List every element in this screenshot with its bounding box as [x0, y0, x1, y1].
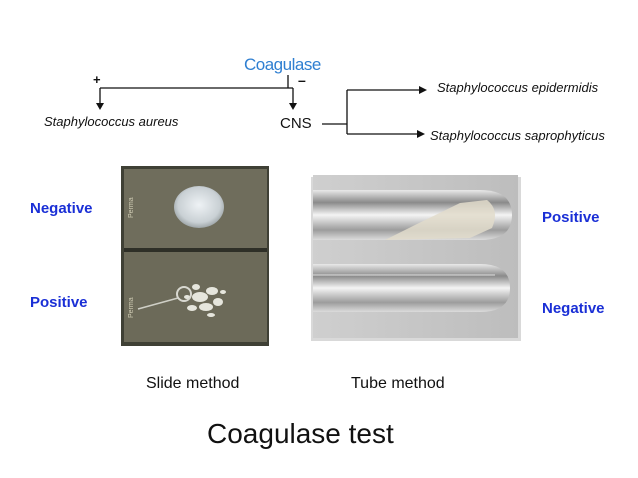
tube-negative-label: Negative [542, 300, 605, 317]
slide-negative-label: Negative [30, 200, 93, 217]
negative-smooth-drop [174, 186, 224, 228]
positive-arrowhead [96, 103, 104, 110]
flowchart-arrowheads [96, 86, 427, 138]
slide-divider [124, 248, 267, 252]
negative-sign: – [298, 72, 306, 88]
inoculating-loop [176, 286, 192, 302]
tube-positive-label: Positive [542, 209, 600, 226]
positive-clumps [184, 284, 226, 317]
saprophyticus-arrowhead [417, 130, 425, 138]
page-title: Coagulase test [207, 418, 394, 449]
epidermidis-arrowhead [419, 86, 427, 94]
tube-method-photo [311, 175, 521, 341]
staph-saprophyticus-label: Staphylococcus saprophyticus [430, 128, 605, 143]
clotted-plasma [385, 200, 496, 240]
coagulase-root-label: Coagulase [244, 55, 321, 74]
staph-epidermidis-label: Staphylococcus epidermidis [437, 80, 599, 95]
slide-brand-bottom: Perma [128, 297, 135, 318]
positive-sign: + [93, 72, 101, 87]
tube-method-caption: Tube method [351, 375, 445, 392]
negative-tube [313, 264, 510, 312]
loop-wire [137, 297, 179, 310]
slide-brand-top: Perma [128, 197, 135, 218]
flowchart-connectors [99, 75, 420, 135]
slide-method-photo: Perma Perma [121, 166, 269, 346]
slide-positive-label: Positive [30, 294, 88, 311]
cns-label: CNS [280, 115, 312, 132]
negative-arrowhead [289, 103, 297, 110]
slide-method-caption: Slide method [146, 375, 240, 392]
staph-aureus-label: Staphylococcus aureus [44, 114, 179, 129]
